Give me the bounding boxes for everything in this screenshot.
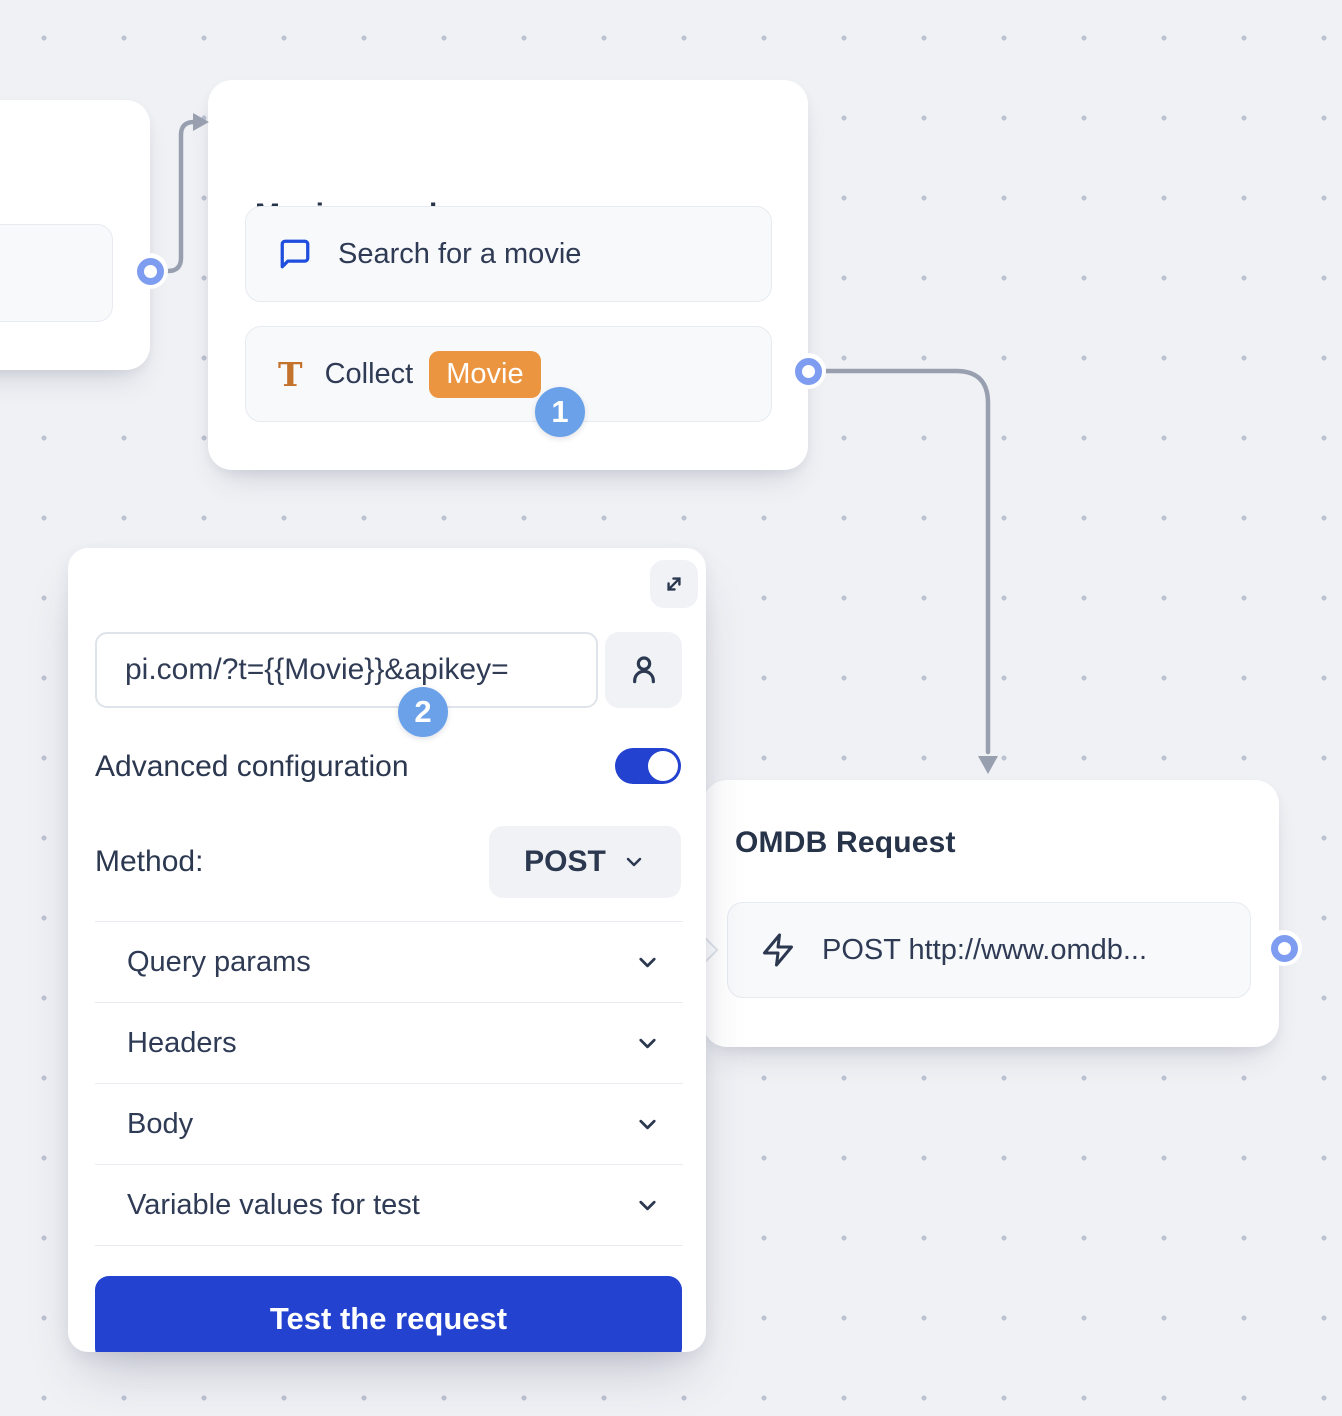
chevron-down-icon <box>634 1192 661 1219</box>
omdb-request-node-card[interactable]: OMDB Request POST http://www.omdb... <box>687 780 1302 1047</box>
toggle-knob <box>648 751 678 781</box>
node-item-post-omdb[interactable]: POST http://www.omdb... <box>727 902 1251 998</box>
node-item-label: Search for a movie <box>338 237 582 270</box>
node-item-label: Collect <box>324 357 414 390</box>
text-collect-icon: T <box>278 354 303 394</box>
variable-badge-movie[interactable]: Movie <box>429 350 541 398</box>
step-badge-1-number: 1 <box>551 394 569 429</box>
chevron-down-icon <box>622 850 646 874</box>
section-body[interactable]: Body <box>95 1083 683 1164</box>
step-badge-2: 2 <box>398 687 448 737</box>
chat-bubble-icon <box>278 237 312 271</box>
chevron-down-icon <box>634 949 661 976</box>
movie-search-node-card[interactable]: Movie search Search for a movie T Collec… <box>208 80 826 470</box>
expand-diagonal-icon <box>661 571 687 597</box>
expand-panel-button[interactable] <box>650 560 698 608</box>
step-badge-2-number: 2 <box>414 694 432 729</box>
node-title: OMDB Request <box>735 826 956 859</box>
node-item-label: POST http://www.omdb... <box>822 933 1148 966</box>
section-label: Query params <box>127 945 311 978</box>
webhook-url-input[interactable] <box>95 632 598 708</box>
test-the-request-button[interactable]: Test the request <box>95 1276 682 1352</box>
zap-icon <box>760 932 796 968</box>
section-label: Variable values for test <box>127 1188 420 1221</box>
chevron-down-icon <box>634 1030 661 1057</box>
wire-arrowhead-down <box>978 756 998 774</box>
chevron-down-icon <box>634 1111 661 1138</box>
port-ring <box>136 257 164 285</box>
upstream-node-item[interactable] <box>0 224 113 322</box>
person-icon <box>624 650 664 690</box>
movie-search-output-port[interactable] <box>790 353 826 389</box>
section-label: Headers <box>127 1026 237 1059</box>
section-query-params[interactable]: Query params <box>95 921 683 1002</box>
person-variable-button[interactable] <box>605 632 682 708</box>
section-label: Body <box>127 1107 194 1140</box>
accordion-sections: Query params Headers Body Variable value… <box>95 921 683 1246</box>
upstream-output-port[interactable] <box>132 253 168 289</box>
node-item-collect-movie[interactable]: T Collect Movie <box>245 326 772 422</box>
method-select[interactable]: POST <box>489 826 681 898</box>
step-badge-1: 1 <box>535 387 585 437</box>
wire-movie-search-to-omdb <box>817 368 991 755</box>
wire-upstream-to-movie-search <box>157 119 199 274</box>
method-value: POST <box>524 845 606 878</box>
advanced-configuration-toggle[interactable] <box>615 748 681 784</box>
port-ring <box>1270 934 1298 962</box>
advanced-configuration-label: Advanced configuration <box>95 750 409 783</box>
omdb-output-port[interactable] <box>1266 930 1302 966</box>
node-item-search-for-a-movie[interactable]: Search for a movie <box>245 206 772 302</box>
webhook-settings-panel: 2 Advanced configuration Method: POST Qu… <box>68 548 706 1352</box>
section-headers[interactable]: Headers <box>95 1002 683 1083</box>
method-label: Method: <box>95 845 204 878</box>
wire-arrowhead-right <box>193 113 209 131</box>
upstream-node-card[interactable] <box>0 100 168 370</box>
section-variable-values-for-test[interactable]: Variable values for test <box>95 1164 683 1245</box>
port-ring <box>794 357 822 385</box>
